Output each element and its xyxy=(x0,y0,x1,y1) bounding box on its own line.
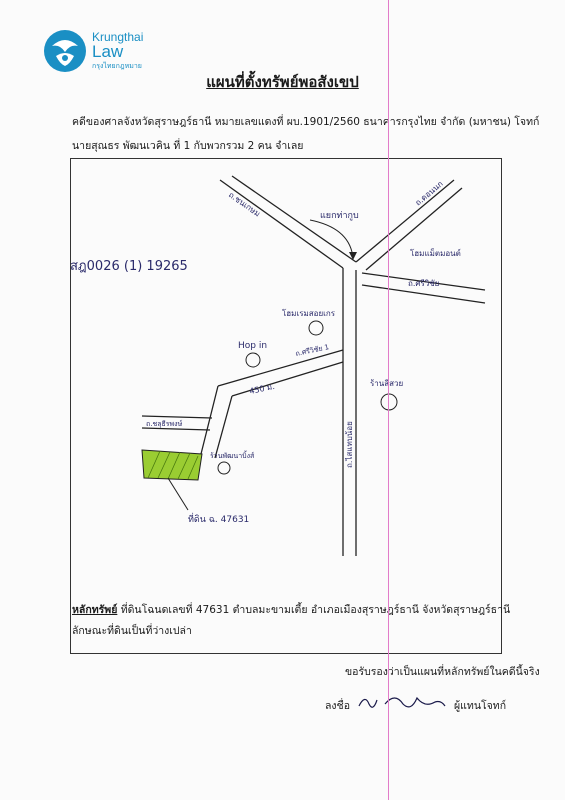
certification-text: ขอรับรองว่าเป็นแผนที่หลักทรัพย์ในคดีนี้จ… xyxy=(345,666,540,678)
label-west-road: ถ.ชลุธีรพงษ์ xyxy=(146,420,183,428)
hopin-marker xyxy=(245,352,261,368)
main-road xyxy=(141,175,486,556)
label-shop-ne: โฮมแม็ตมอนต์ xyxy=(410,248,461,258)
label-road-ne: ถ.ดอนนก xyxy=(414,179,445,207)
arrow-head xyxy=(349,252,357,260)
junction-arrow xyxy=(309,219,354,259)
sign-label: ลงชื่อ xyxy=(325,700,350,712)
restaurant-marker xyxy=(380,393,398,411)
case-line-2: นายสุณธร พัฒนเวคิน ที่ 1 กับพวกรวม 2 คน … xyxy=(72,140,304,152)
label-branch: ร้านพัฒนาบิ้งส์ xyxy=(210,449,255,460)
bird-logo-icon xyxy=(44,30,86,72)
location-map: สฎ0026 (1) 19265 ถ.ชนเกษม ถ.ดอนนก แยกท่า… xyxy=(70,175,486,556)
label-road-nw: ถ.ชนเกษม xyxy=(227,190,262,218)
signature xyxy=(358,696,446,708)
label-hopin: Hop in xyxy=(238,341,267,351)
asset-condition: ลักษณะที่ดินเป็นที่ว่างเปล่า xyxy=(72,625,192,637)
asset-text: ที่ดินโฉนดเลขที่ 47631 ตำบลมะขามเตี้ย อำ… xyxy=(117,604,511,616)
signer-role: ผู้แทนโจทก์ xyxy=(454,700,507,712)
asset-description: หลักทรัพย์ ที่ดินโฉนดเลขที่ 47631 ตำบลมะ… xyxy=(72,601,510,618)
logo-brand-line1: Krungthai xyxy=(92,30,144,44)
asset-label: หลักทรัพย์ xyxy=(72,604,118,616)
map-frame xyxy=(70,158,502,654)
label-main-road: ถ.ไสแทบน้อย xyxy=(345,421,354,468)
label-road-e: ถ.ศรีวิชัย xyxy=(408,279,439,288)
label-restaurant: ร้านสีสวย xyxy=(370,379,403,388)
hotel-marker xyxy=(308,320,324,336)
land-parcel xyxy=(141,449,203,511)
label-junction: แยกท่ากูบ xyxy=(320,211,359,221)
page-title: แผนที่ตั้งทรัพย์พอสังเขป xyxy=(206,73,359,91)
branch-marker xyxy=(217,461,231,475)
label-hotel: โฮมเรมสอยเกร xyxy=(282,308,336,318)
scan-line xyxy=(388,0,389,800)
case-line-1: คดีของศาลจังหวัดสุราษฎร์ธานี หมายเลขแดงท… xyxy=(72,116,540,128)
label-distance: 450 ม. xyxy=(249,382,276,396)
logo-brand-line3: กรุงไทยกฎหมาย xyxy=(92,63,142,70)
label-parcel: ที่ดิน ฉ. 47631 xyxy=(188,512,249,525)
handwritten-ref: สฎ0026 (1) 19265 xyxy=(70,259,188,274)
logo-brand-line2: Law xyxy=(92,42,124,61)
company-logo: Krungthai Law กรุงไทยกฎหมาย xyxy=(42,28,192,76)
